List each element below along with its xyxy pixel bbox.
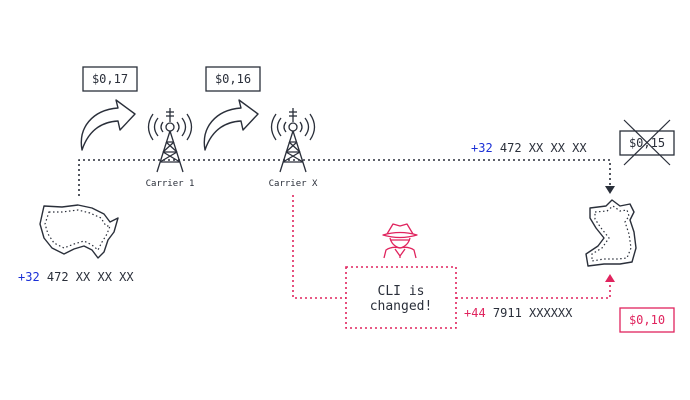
us-map-icon <box>39 204 119 259</box>
carrier-x-label: Carrier X <box>269 179 318 189</box>
origin-number: +32 472 XX XX XX <box>18 270 134 284</box>
price-box-hop1: $0,17 <box>82 66 138 92</box>
curved-arrow-icon <box>203 99 259 151</box>
route-legit <box>78 159 611 196</box>
carrier-1-label: Carrier 1 <box>146 179 195 189</box>
spy-fraudster-icon <box>382 223 418 259</box>
route-fraud <box>292 195 611 299</box>
country-map-icon <box>585 199 637 267</box>
curved-arrow-icon <box>80 99 136 151</box>
spoofed-number: +44 7911 XXXXXX <box>464 306 573 320</box>
svg-text:$0,17: $0,17 <box>92 72 128 86</box>
price-box-expected-crossed: $0,15 <box>619 119 675 166</box>
price-box-fraud: $0,10 <box>619 307 675 333</box>
cli-changed-box: CLI is changed! <box>345 266 457 329</box>
cell-tower-icon <box>147 108 193 173</box>
svg-text:$0,16: $0,16 <box>215 72 251 86</box>
route-fraud-arrowhead <box>605 274 615 282</box>
route-number: +32 472 XX XX XX <box>471 141 587 155</box>
svg-text:changed!: changed! <box>370 299 433 314</box>
route-legit-arrowhead <box>605 186 615 194</box>
cell-tower-icon <box>270 108 316 173</box>
svg-text:$0,10: $0,10 <box>629 313 665 327</box>
price-box-hop2: $0,16 <box>205 66 261 92</box>
svg-text:CLI is: CLI is <box>378 284 425 299</box>
